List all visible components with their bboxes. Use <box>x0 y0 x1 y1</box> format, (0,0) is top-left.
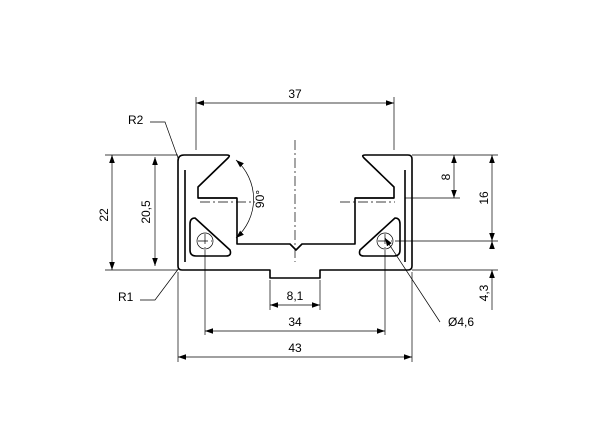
dimension-lines <box>109 100 495 360</box>
leader-r1 <box>140 267 180 301</box>
label-r1: R1 <box>118 290 134 304</box>
label-top-width: 37 <box>288 87 302 101</box>
label-hole-diameter: Ø4,6 <box>448 315 474 329</box>
label-total-height: 22 <box>97 208 111 222</box>
left-cavity <box>189 217 232 257</box>
right-cavity <box>358 217 401 257</box>
left-hole <box>196 232 214 250</box>
label-r2: R2 <box>128 113 144 127</box>
label-right-height: 16 <box>477 191 491 205</box>
leader-r2 <box>150 121 179 159</box>
label-slot-width: 8,1 <box>287 289 304 303</box>
leader-hole <box>384 237 441 323</box>
label-total-width: 43 <box>288 341 302 355</box>
dimension-texts: 37 R2 R1 22 20,5 90° 8 16 4,3 Ø4,6 8,1 3… <box>97 87 491 355</box>
label-slot-depth: 8 <box>439 173 453 180</box>
right-hole <box>376 232 394 250</box>
label-angle: 90° <box>253 190 267 208</box>
centerlines <box>198 140 395 262</box>
label-hole-spacing: 34 <box>288 315 302 329</box>
profile-outline <box>177 154 413 279</box>
label-bottom-offset: 4,3 <box>477 284 491 301</box>
label-inner-height: 20,5 <box>139 200 153 224</box>
dim-angle-arc <box>235 159 254 239</box>
